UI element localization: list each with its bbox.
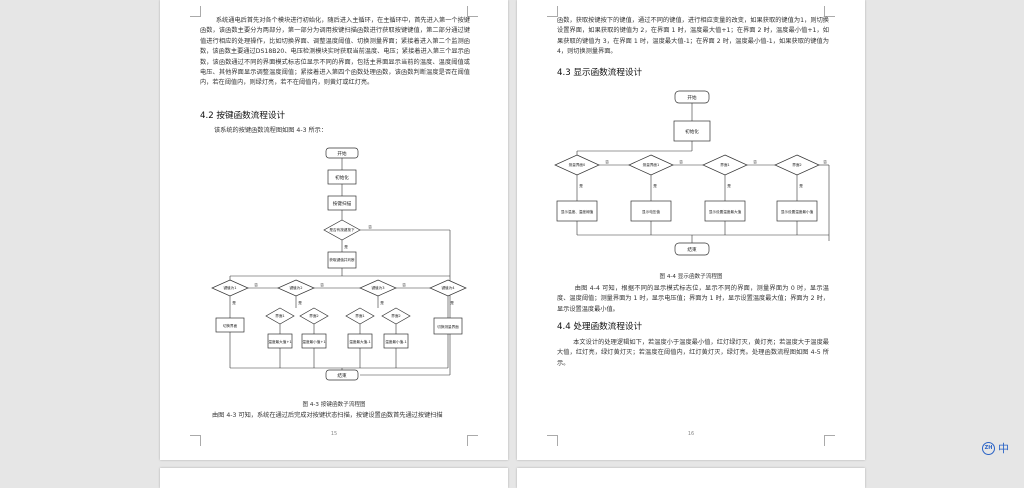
flow-yes-label: 是 xyxy=(380,300,384,305)
flow-key2-label: 键值为2 xyxy=(289,285,302,290)
page-number: 15 xyxy=(330,431,338,437)
language-icon: ZH xyxy=(982,441,995,455)
body-paragraph: 函数，获取按键按下的键值，通过不同的键值，进行相应变量的改变，如果获取的键值为1… xyxy=(557,17,831,56)
flow-no-label: 否 xyxy=(402,283,406,287)
figure-caption: 图 4-3 按键函数子流程图 xyxy=(302,402,366,408)
flow-switch-ui-label: 切换界面 xyxy=(223,323,238,328)
flow-no-label: 否 xyxy=(368,225,372,229)
flow-ui2-label: 界面2 xyxy=(309,313,318,318)
flow-d3-label: 界面1 xyxy=(720,162,729,167)
flow-max-plus-label: 温度最大值+1 xyxy=(268,339,291,344)
flow-no-label: 否 xyxy=(679,160,683,164)
next-page-top xyxy=(160,468,508,488)
language-label: 中 xyxy=(998,442,1009,455)
body-paragraph: 该系统的按键函数流程图如图 4-3 所示： xyxy=(214,127,328,134)
page-corner-mark xyxy=(824,435,835,446)
document-page-16: 函数，获取按键按下的键值，通过不同的键值，进行相应变量的改变，如果获取的键值为1… xyxy=(517,0,865,460)
language-toggle[interactable]: ZH 中 xyxy=(982,440,1009,456)
flow-start-label: 开始 xyxy=(687,94,697,101)
page-corner-mark xyxy=(824,6,835,17)
page-corner-mark xyxy=(190,6,201,17)
flow-key3-label: 键值为3 xyxy=(371,285,384,290)
next-page-top xyxy=(517,468,865,488)
flow-switch-measure-label: 切换测量界面 xyxy=(437,324,459,329)
flow-b1-label: 显示温度、温度阈值 xyxy=(561,209,594,214)
flow-key1-label: 键值为1 xyxy=(223,285,236,290)
flow-no-label: 否 xyxy=(753,160,757,164)
flow-end-node xyxy=(325,369,359,381)
page-corner-mark xyxy=(467,435,478,446)
flow-end-label: 结束 xyxy=(337,372,347,379)
flow-yes-label: 是 xyxy=(298,300,302,305)
key-function-flowchart: 开始 初始化 按键扫描 是否有按键按下 否 是 获取键值并判断 键值为1 否 键… xyxy=(211,147,467,381)
body-paragraph: 由图 4-4 可知，根据不同的显示模式标志位，显示不同的界面，测量界面为 0 时… xyxy=(557,285,829,313)
flow-b4-label: 显示设置温度最小值 xyxy=(781,209,814,214)
flow-d2-label: 测量界面1 xyxy=(643,162,660,167)
page-corner-mark xyxy=(547,435,558,446)
section-heading: 4.4 处理函数流程设计 xyxy=(557,322,643,332)
page-corner-mark xyxy=(467,6,478,17)
flow-d4-label: 界面2 xyxy=(792,162,801,167)
flow-key4-label: 键值为4 xyxy=(441,285,455,290)
display-function-flowchart: 开始 初始化 测量界面0 否 测量界面1 否 界面1 否 界面2 否 是 是 是… xyxy=(554,90,830,256)
page-number: 16 xyxy=(687,431,695,437)
section-heading: 4.3 显示函数流程设计 xyxy=(557,68,643,78)
page-corner-mark xyxy=(547,6,558,17)
flow-yes-label: 是 xyxy=(727,183,731,188)
section-heading: 4.2 按键函数流程设计 xyxy=(200,111,286,121)
flow-ui1-label: 界面1 xyxy=(355,313,364,318)
body-paragraph: 本文设计的处理逻辑如下，若温度小于温度最小值，红灯绿灯灭，黄灯亮；若温度大于温度… xyxy=(557,339,829,367)
flow-yes-label: 是 xyxy=(232,300,236,305)
flow-ui1-label: 界面1 xyxy=(275,313,284,318)
flow-scan-label: 按键扫描 xyxy=(333,200,352,207)
flow-min-plus-label: 温度最小值+1 xyxy=(302,339,325,344)
flow-yes-label: 是 xyxy=(450,300,454,305)
flow-no-label: 否 xyxy=(605,160,609,164)
flow-decision-label: 是否有按键按下 xyxy=(329,227,355,232)
flow-init-label: 初始化 xyxy=(335,174,349,181)
flow-start-label: 开始 xyxy=(337,150,347,157)
flow-init-label: 初始化 xyxy=(685,128,699,135)
body-paragraph: 系统通电后首先对各个模块进行初始化，随后进入主循环，在主循环中，首先进入第一个按… xyxy=(200,17,470,87)
flow-max-minus-label: 温度最大值-1 xyxy=(349,339,371,344)
flow-yes-label: 是 xyxy=(653,183,657,188)
flow-yes-label: 是 xyxy=(344,244,348,249)
flow-no-label: 否 xyxy=(823,160,827,164)
flow-no-label: 否 xyxy=(320,283,324,287)
flow-ui2-label: 界面2 xyxy=(391,313,400,318)
document-page-15: 系统通电后首先对各个模块进行初始化，随后进入主循环，在主循环中，首先进入第一个按… xyxy=(160,0,508,460)
flow-b2-label: 显示电压值 xyxy=(642,209,660,214)
flow-min-minus-label: 温度最小值-1 xyxy=(385,339,407,344)
figure-caption: 图 4-4 显示函数子流程图 xyxy=(659,274,723,280)
flow-yes-label: 是 xyxy=(799,183,803,188)
page-corner-mark xyxy=(190,435,201,446)
body-paragraph: 由图 4-3 可知，系统在通过后完成对按键状态扫描，按键设置函数首先通过按键扫描 xyxy=(212,412,443,419)
flow-end-label: 结束 xyxy=(687,246,697,253)
flow-b3-label: 显示设置温度最大值 xyxy=(709,209,742,214)
flow-no-label: 否 xyxy=(254,283,258,287)
flow-getkey-label: 获取键值并判断 xyxy=(329,257,355,262)
flow-end-node xyxy=(674,242,710,256)
flow-d1-label: 测量界面0 xyxy=(569,162,586,167)
flow-yes-label: 是 xyxy=(579,183,583,188)
